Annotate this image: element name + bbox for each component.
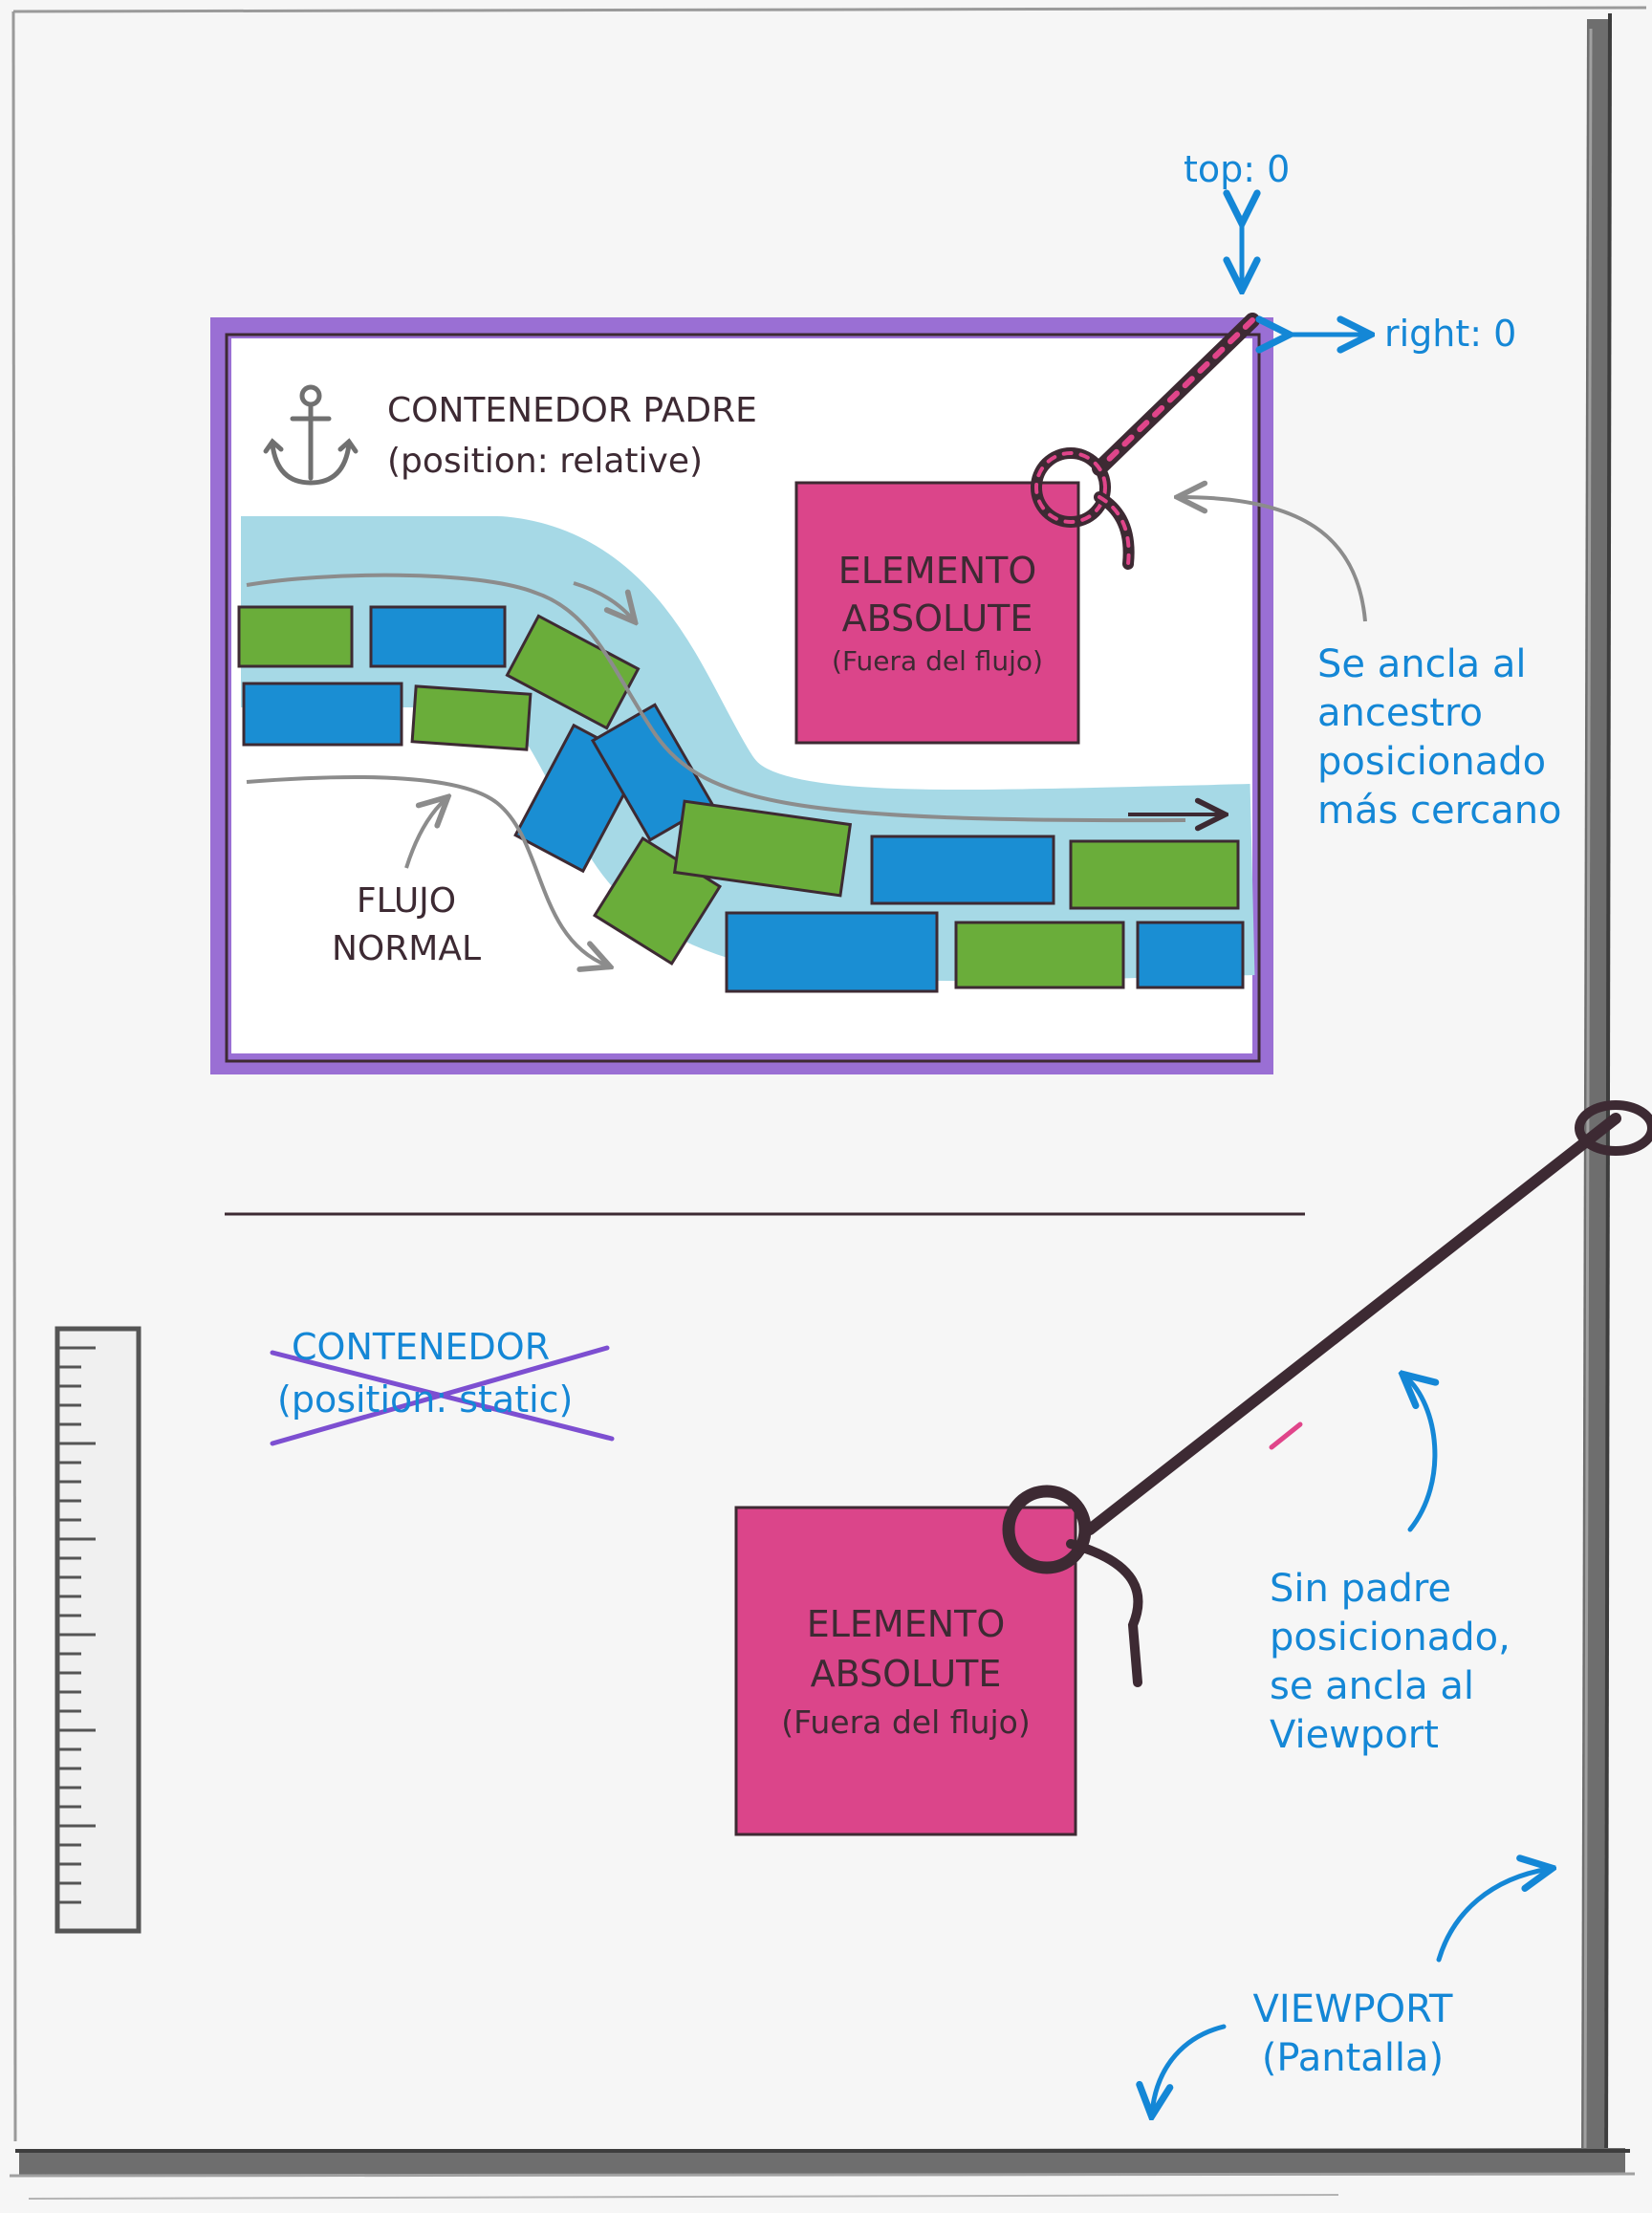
flow-brick [410,684,533,751]
absolute-in-viewport-line2: ABSOLUTE [810,1653,1002,1695]
flow-brick [672,799,853,898]
absolute-in-parent-note: (Fuera del flujo) [832,645,1043,677]
flow-brick [369,605,507,668]
anchor-note-line3: posicionado [1317,740,1547,784]
viewport-note-line3: se ancla al [1270,1664,1474,1708]
flow-brick [237,605,354,668]
absolute-in-viewport-line1: ELEMENTO [806,1603,1006,1645]
static-strike [270,1345,615,1446]
flow-brick [242,682,403,747]
ruler [54,1326,141,1934]
parent-container-title: CONTENEDOR PADRE [387,391,757,430]
parent-rope [1031,313,1260,570]
viewport-rope [1002,1100,1652,1687]
flow-brick [725,911,939,993]
anchor-note-line1: Se ancla al [1317,642,1527,686]
anchor-icon [263,384,359,486]
anchor-note-arrow [1181,497,1367,622]
absolute-element-in-parent [794,481,1080,745]
viewport-label-line2: (Pantalla) [1261,2036,1445,2080]
flow-brick [505,614,641,730]
flow-brick [954,921,1125,989]
absolute-in-parent-line1: ELEMENTO [837,550,1037,592]
absolute-in-viewport-note: (Fuera del flujo) [781,1703,1031,1741]
flow-label-line1: FLUJO [356,881,457,921]
viewport-arrows [1152,1377,1549,2113]
parent-container-subtitle: (position: relative) [387,442,704,481]
flow-brick [1069,839,1240,910]
absolute-in-parent-line2: ABSOLUTE [841,597,1033,640]
offset-arrows [1242,220,1367,335]
anchor-note-line4: más cercano [1317,789,1562,833]
right-offset-label: right: 0 [1384,313,1517,355]
viewport-label-line1: VIEWPORT [1252,1987,1453,2031]
viewport-frame [9,6,1647,2200]
static-container-line2: (position: static) [277,1378,574,1421]
viewport-note-line4: Viewport [1270,1713,1439,1757]
normal-flow [237,516,1255,993]
static-container-line1: CONTENEDOR [292,1326,551,1368]
flow-label-line2: NORMAL [331,929,482,968]
top-offset-label: top: 0 [1184,148,1291,190]
viewport-note-line1: Sin padre [1270,1567,1452,1611]
flow-brick [870,835,1055,905]
viewport-note-line2: posicionado, [1270,1616,1511,1660]
anchor-note-line2: ancestro [1317,691,1484,735]
flow-brick [1136,921,1245,989]
